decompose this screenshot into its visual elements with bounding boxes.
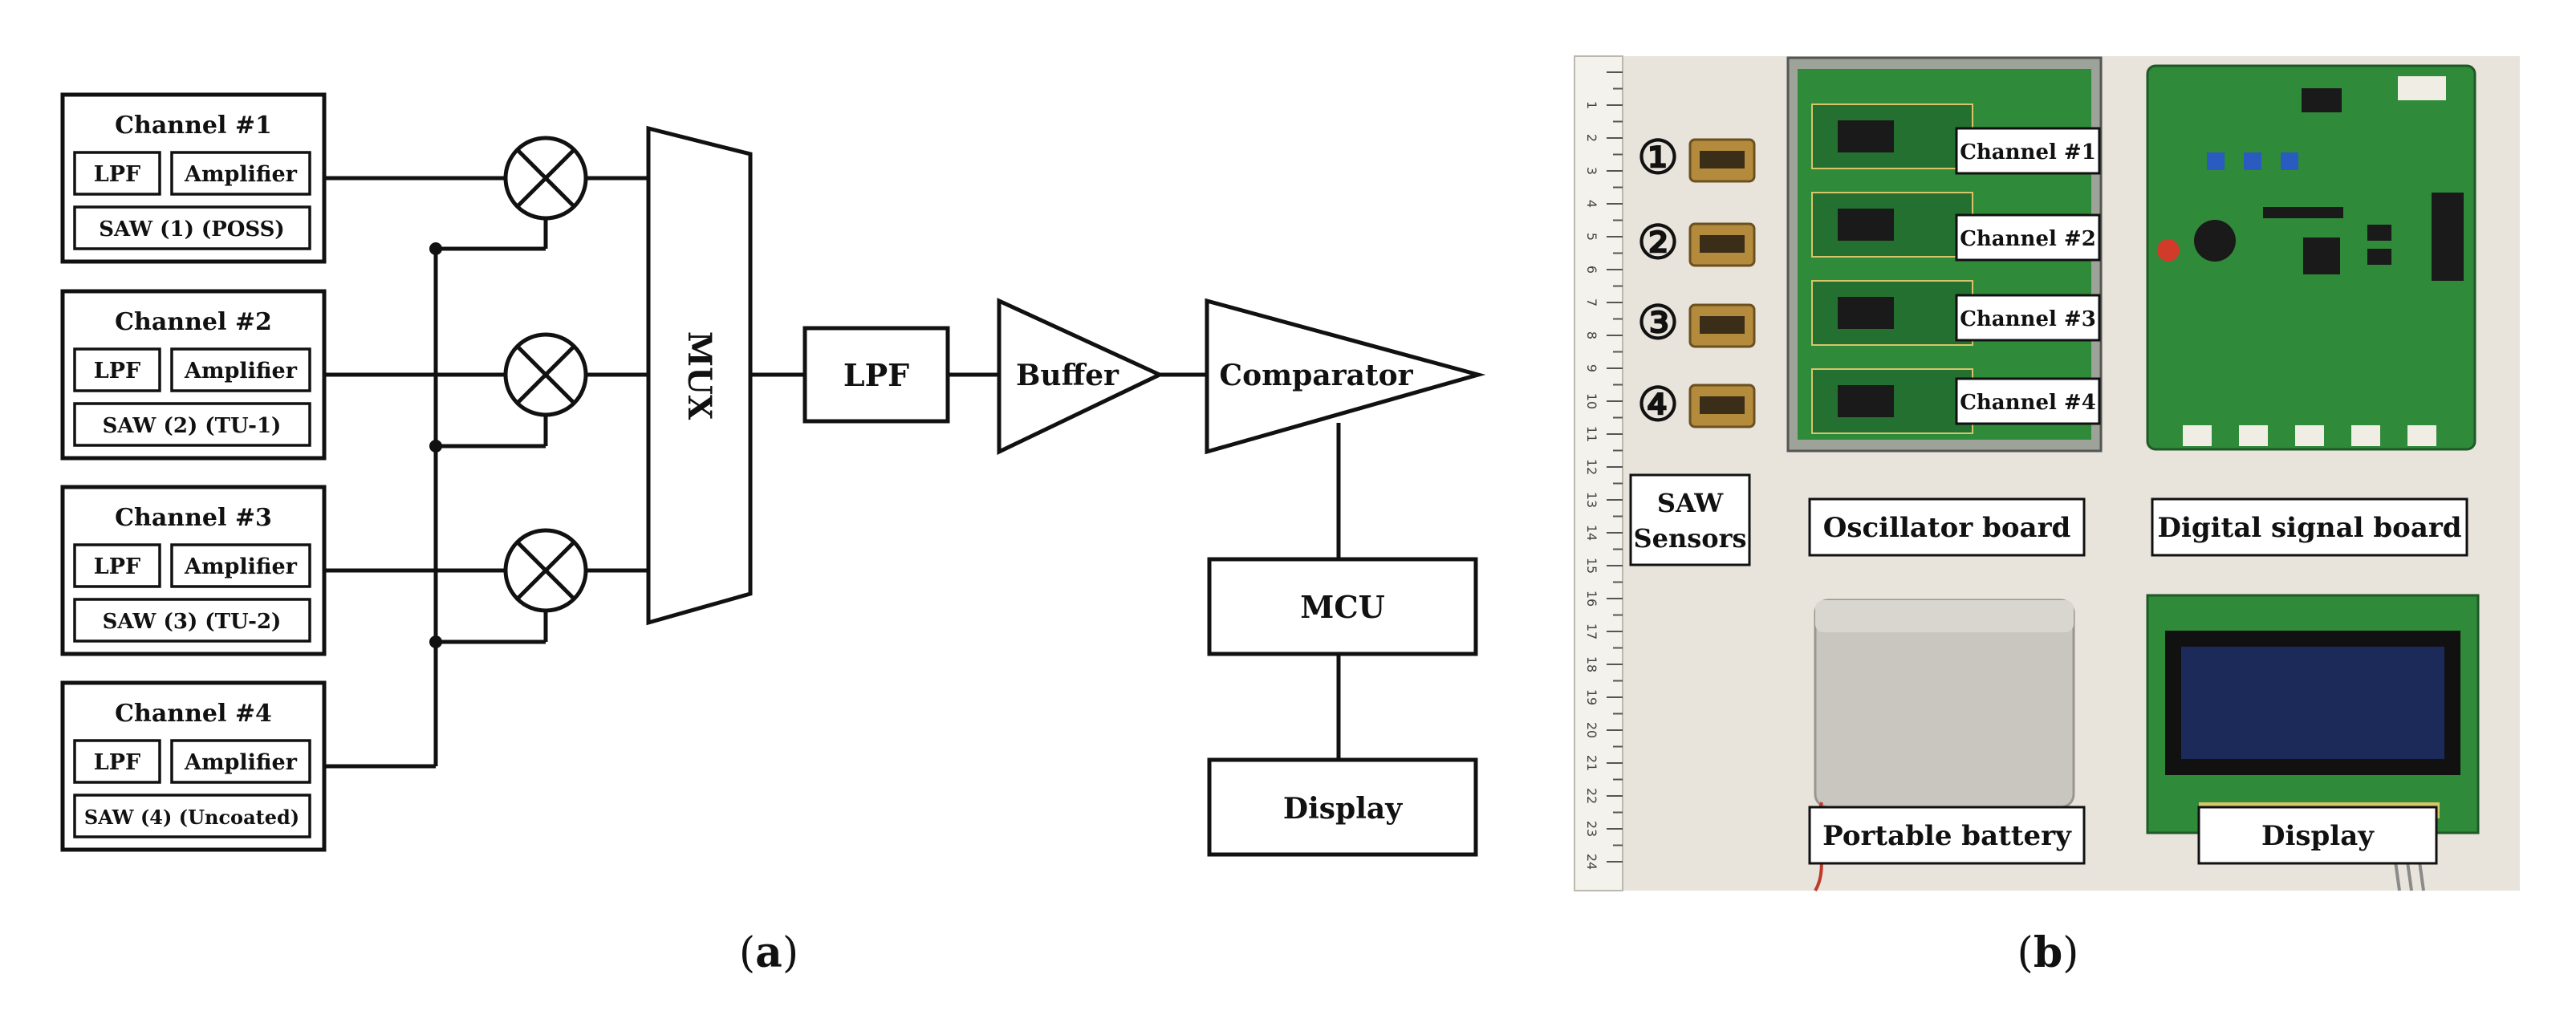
panel-a-block-diagram: Channel #1 LPF Amplifier SAW (1) (POSS) … <box>60 92 1486 977</box>
mux-label: MUX <box>681 331 718 420</box>
channel-2-title: Channel #2 <box>115 308 272 336</box>
channel-1-lpf-label: LPF <box>94 162 140 187</box>
channel-1-saw-label: SAW (1) (POSS) <box>99 217 284 242</box>
portable-battery-label: Portable battery <box>1822 820 2072 852</box>
mixer-2 <box>503 332 588 417</box>
channel-2-amplifier-label: Amplifier <box>184 359 298 384</box>
ruler-number: 14 <box>1584 525 1599 541</box>
ruler-number: 13 <box>1584 492 1599 508</box>
channel-3-block: Channel #3 LPF Amplifier SAW (3) (TU-2) <box>60 485 327 656</box>
comparator-block: Comparator <box>1205 298 1486 455</box>
osc-channel-2-label: Channel #2 <box>1960 227 2096 251</box>
digital-signal-board-image <box>2146 64 2476 451</box>
channel-4-block: Channel #4 LPF Amplifier SAW (4) (Uncoat… <box>60 680 327 852</box>
portable-battery-label-box: Portable battery <box>1808 806 2086 865</box>
ruler-number: 23 <box>1584 821 1599 837</box>
channel-4-title: Channel #4 <box>115 700 272 728</box>
display-photo-label: Display <box>2261 820 2375 852</box>
ruler-number: 3 <box>1584 167 1599 175</box>
panel-b-photo: 123456789101112131415161718192021222324 … <box>1574 55 2520 977</box>
ruler-number: 2 <box>1584 134 1599 142</box>
ruler-number: 19 <box>1584 689 1599 705</box>
ruler-number: 17 <box>1584 623 1599 639</box>
saw-sensors-label-line1: SAW <box>1657 488 1724 518</box>
ruler-number: 22 <box>1584 788 1599 804</box>
ruler-number: 11 <box>1584 426 1599 442</box>
ruler-number: 9 <box>1584 364 1599 372</box>
sensor-number-4: ④ <box>1637 377 1679 432</box>
display-label: Display <box>1283 792 1403 826</box>
buffer-block: Buffer <box>997 298 1164 455</box>
oscillator-board-label: Oscillator board <box>1823 512 2071 544</box>
mixer-1 <box>503 136 588 221</box>
digital-signal-board-label: Digital signal board <box>2157 512 2461 544</box>
junction-dot-2 <box>429 440 442 453</box>
junction-dot-1 <box>429 242 442 255</box>
mixer-3 <box>503 528 588 613</box>
channel-2-saw-label: SAW (2) (TU-1) <box>103 414 282 438</box>
ruler-number: 16 <box>1584 591 1599 607</box>
comparator-label: Comparator <box>1219 359 1413 392</box>
ruler-number: 4 <box>1584 200 1599 208</box>
channel-output-wires <box>324 176 505 769</box>
ruler-number: 1 <box>1584 101 1599 109</box>
ruler-number: 20 <box>1584 722 1599 738</box>
channel-4-lpf-label: LPF <box>94 750 140 775</box>
ruler-number: 21 <box>1584 755 1599 771</box>
lpf-label: LPF <box>843 357 909 393</box>
channel-3-saw-label: SAW (3) (TU-2) <box>103 610 282 634</box>
mcu-block: MCU <box>1207 557 1478 656</box>
channel-3-title: Channel #3 <box>115 504 272 532</box>
buffer-label: Buffer <box>1016 359 1119 392</box>
saw-sensors-label-box: SAW Sensors <box>1629 473 1751 566</box>
junction-dot-3 <box>429 635 442 648</box>
ruler-number: 5 <box>1584 233 1599 241</box>
mcu-label: MCU <box>1300 589 1384 625</box>
channel-2-block: Channel #2 LPF Amplifier SAW (2) (TU-1) <box>60 289 327 461</box>
channel-1-title: Channel #1 <box>115 112 272 140</box>
caption-b: (b) <box>2017 928 2079 977</box>
display-photo-label-box: Display <box>2197 806 2438 865</box>
channel-1-amplifier-label: Amplifier <box>184 162 298 187</box>
reference-bus <box>429 218 548 766</box>
ruler-number: 6 <box>1584 266 1599 274</box>
osc-channel-4-label: Channel #4 <box>1960 391 2096 415</box>
ruler-number: 15 <box>1584 558 1599 574</box>
saw-sensors-image: ① ② ③ ④ <box>1637 130 1756 432</box>
display-block: Display <box>1207 757 1478 857</box>
channel-4-amplifier-label: Amplifier <box>184 750 298 775</box>
lpf-block: LPF <box>802 326 950 424</box>
ruler-number: 8 <box>1584 331 1599 339</box>
saw-sensors-label-line2: Sensors <box>1634 523 1747 554</box>
channel-3-lpf-label: LPF <box>94 554 140 579</box>
sensor-number-3: ③ <box>1637 295 1679 350</box>
caption-a: (a) <box>739 928 798 977</box>
oscillator-board-image: Channel #1 Channel #2 Channel #3 Channel… <box>1786 56 2103 453</box>
mux-block: MUX <box>646 125 753 626</box>
ruler-number: 12 <box>1584 459 1599 475</box>
channel-4-saw-label: SAW (4) (Uncoated) <box>84 806 299 829</box>
ruler-number: 24 <box>1584 854 1599 870</box>
channel-2-lpf-label: LPF <box>94 359 140 384</box>
sensor-number-1: ① <box>1637 130 1679 185</box>
oscillator-board-label-box: Oscillator board <box>1808 497 2086 557</box>
ruler-number: 10 <box>1584 393 1599 409</box>
ruler-number: 18 <box>1584 656 1599 672</box>
lcd-display-image <box>2146 594 2480 891</box>
digital-signal-board-label-box: Digital signal board <box>2151 497 2468 557</box>
channel-1-block: Channel #1 LPF Amplifier SAW (1) (POSS) <box>60 92 327 264</box>
ruler-number: 7 <box>1584 298 1599 306</box>
osc-channel-1-label: Channel #1 <box>1960 140 2096 164</box>
osc-channel-3-label: Channel #3 <box>1960 307 2096 331</box>
sensor-number-2: ② <box>1637 215 1679 270</box>
channel-3-amplifier-label: Amplifier <box>184 554 298 579</box>
